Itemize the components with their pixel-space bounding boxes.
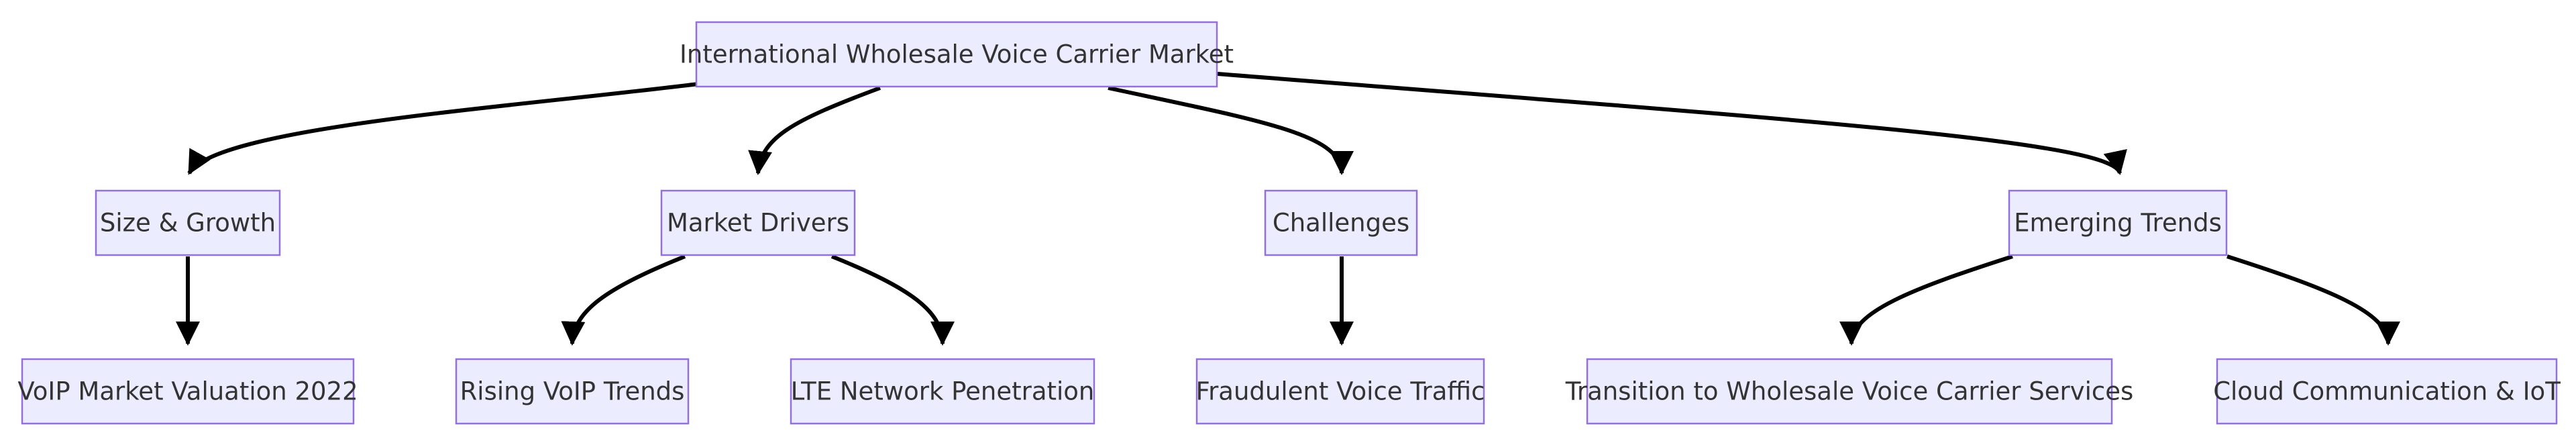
node-voip-market-valuation: VoIP Market Valuation 2022	[17, 358, 358, 425]
edge-root-to-size	[187, 82, 699, 175]
node-label: International Wholesale Voice Carrier Ma…	[680, 40, 1234, 69]
edge-trends-to-transition	[1839, 254, 2013, 346]
node-label: Cloud Communication & IoT	[2213, 377, 2561, 406]
node-label: Challenges	[1273, 209, 1409, 238]
node-label: Market Drivers	[667, 209, 849, 238]
edge-drivers-to-rising-voip	[561, 254, 686, 346]
node-label: Transition to Wholesale Voice Carrier Se…	[1565, 377, 2134, 406]
node-fraudulent-voice-traffic: Fraudulent Voice Traffic	[1195, 358, 1485, 425]
edge-drivers-to-lte	[830, 254, 955, 346]
node-label: Size & Growth	[100, 209, 276, 238]
node-label: LTE Network Penetration	[791, 377, 1095, 406]
node-root: International Wholesale Voice Carrier Ma…	[680, 21, 1234, 88]
node-label: VoIP Market Valuation 2022	[17, 377, 358, 406]
edge-root-to-trends	[1217, 72, 2127, 175]
edge-trends-to-cloud-iot	[2226, 254, 2400, 346]
node-challenges: Challenges	[1264, 189, 1418, 256]
node-transition-wholesale: Transition to Wholesale Voice Carrier Se…	[1565, 358, 2134, 425]
edge-root-to-challenges	[1108, 86, 1354, 175]
node-label: Rising VoIP Trends	[460, 377, 685, 406]
node-label: Fraudulent Voice Traffic	[1195, 377, 1485, 406]
edge-root-to-drivers	[748, 86, 881, 175]
node-label: Emerging Trends	[2014, 209, 2222, 238]
node-market-drivers: Market Drivers	[660, 189, 856, 256]
node-cloud-communication-iot: Cloud Communication & IoT	[2213, 358, 2561, 425]
node-emerging-trends: Emerging Trends	[2008, 189, 2228, 256]
node-rising-voip-trends: Rising VoIP Trends	[455, 358, 690, 425]
node-lte-network-penetration: LTE Network Penetration	[790, 358, 1095, 425]
node-size-growth: Size & Growth	[95, 189, 281, 256]
